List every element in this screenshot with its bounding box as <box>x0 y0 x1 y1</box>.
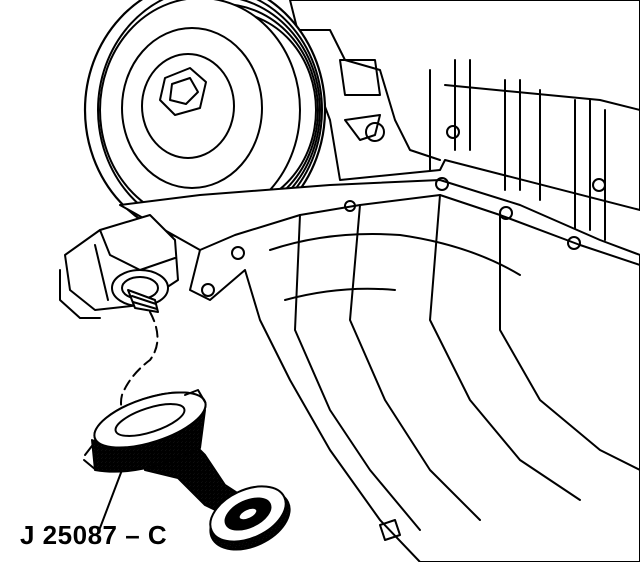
engine-block <box>289 0 640 241</box>
tool-number-label: J 25087 – C <box>20 520 168 550</box>
oil-filter-wrench-tool <box>83 389 291 551</box>
crankshaft-pulley <box>83 0 327 242</box>
oil-filter-adapter <box>59 214 179 319</box>
oil-pan <box>119 177 640 562</box>
label-pointer-line <box>99 469 123 529</box>
bolt-head-icon <box>159 67 207 116</box>
